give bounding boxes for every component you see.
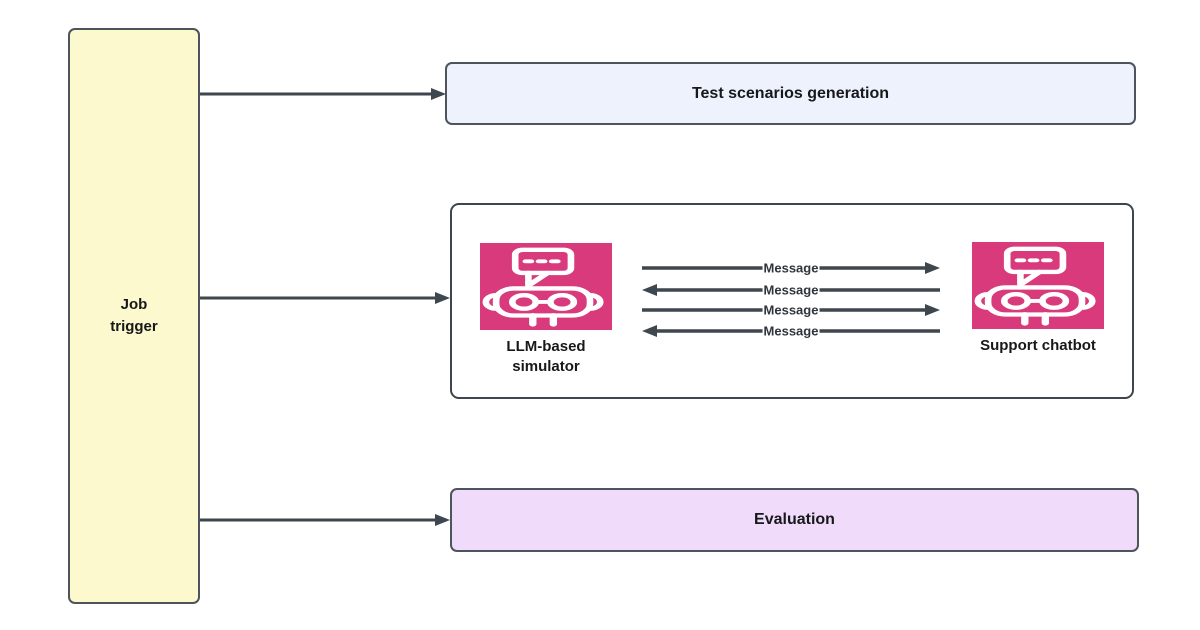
llm-simulator-label: LLM-based simulator [506,338,586,376]
evaluation-label: Evaluation [754,511,835,528]
message-arrow-left-2: Message [642,323,940,339]
chatbot-robot-icon [972,242,1104,329]
message-label: Message [762,302,820,318]
simulation-container: LLM-based simulator Message Message [450,203,1134,399]
job-trigger-label-line2: trigger [110,318,158,335]
message-arrow-left-1: Message [642,282,940,298]
test-scenarios-label: Test scenarios generation [691,84,890,102]
llm-simulator-block: LLM-based simulator [466,243,626,378]
support-chatbot-block: Support chatbot [958,242,1118,356]
evaluation-node: Evaluation [450,488,1139,552]
arrow-job-to-scenarios [200,88,446,100]
chatbot-robot-icon [480,243,612,330]
message-arrow-right-2: Message [642,302,940,318]
message-arrow-right-1: Message [642,260,940,276]
message-label: Message [762,260,820,276]
arrow-job-to-evaluation [200,514,450,526]
job-trigger-label-line1: Job [120,296,148,314]
message-label: Message [762,323,820,339]
job-trigger-node: Job trigger [68,28,200,604]
arrow-job-to-simulator [200,292,450,304]
test-scenarios-node: Test scenarios generation [445,62,1136,125]
message-label: Message [762,282,820,298]
support-chatbot-label: Support chatbot [980,337,1096,354]
